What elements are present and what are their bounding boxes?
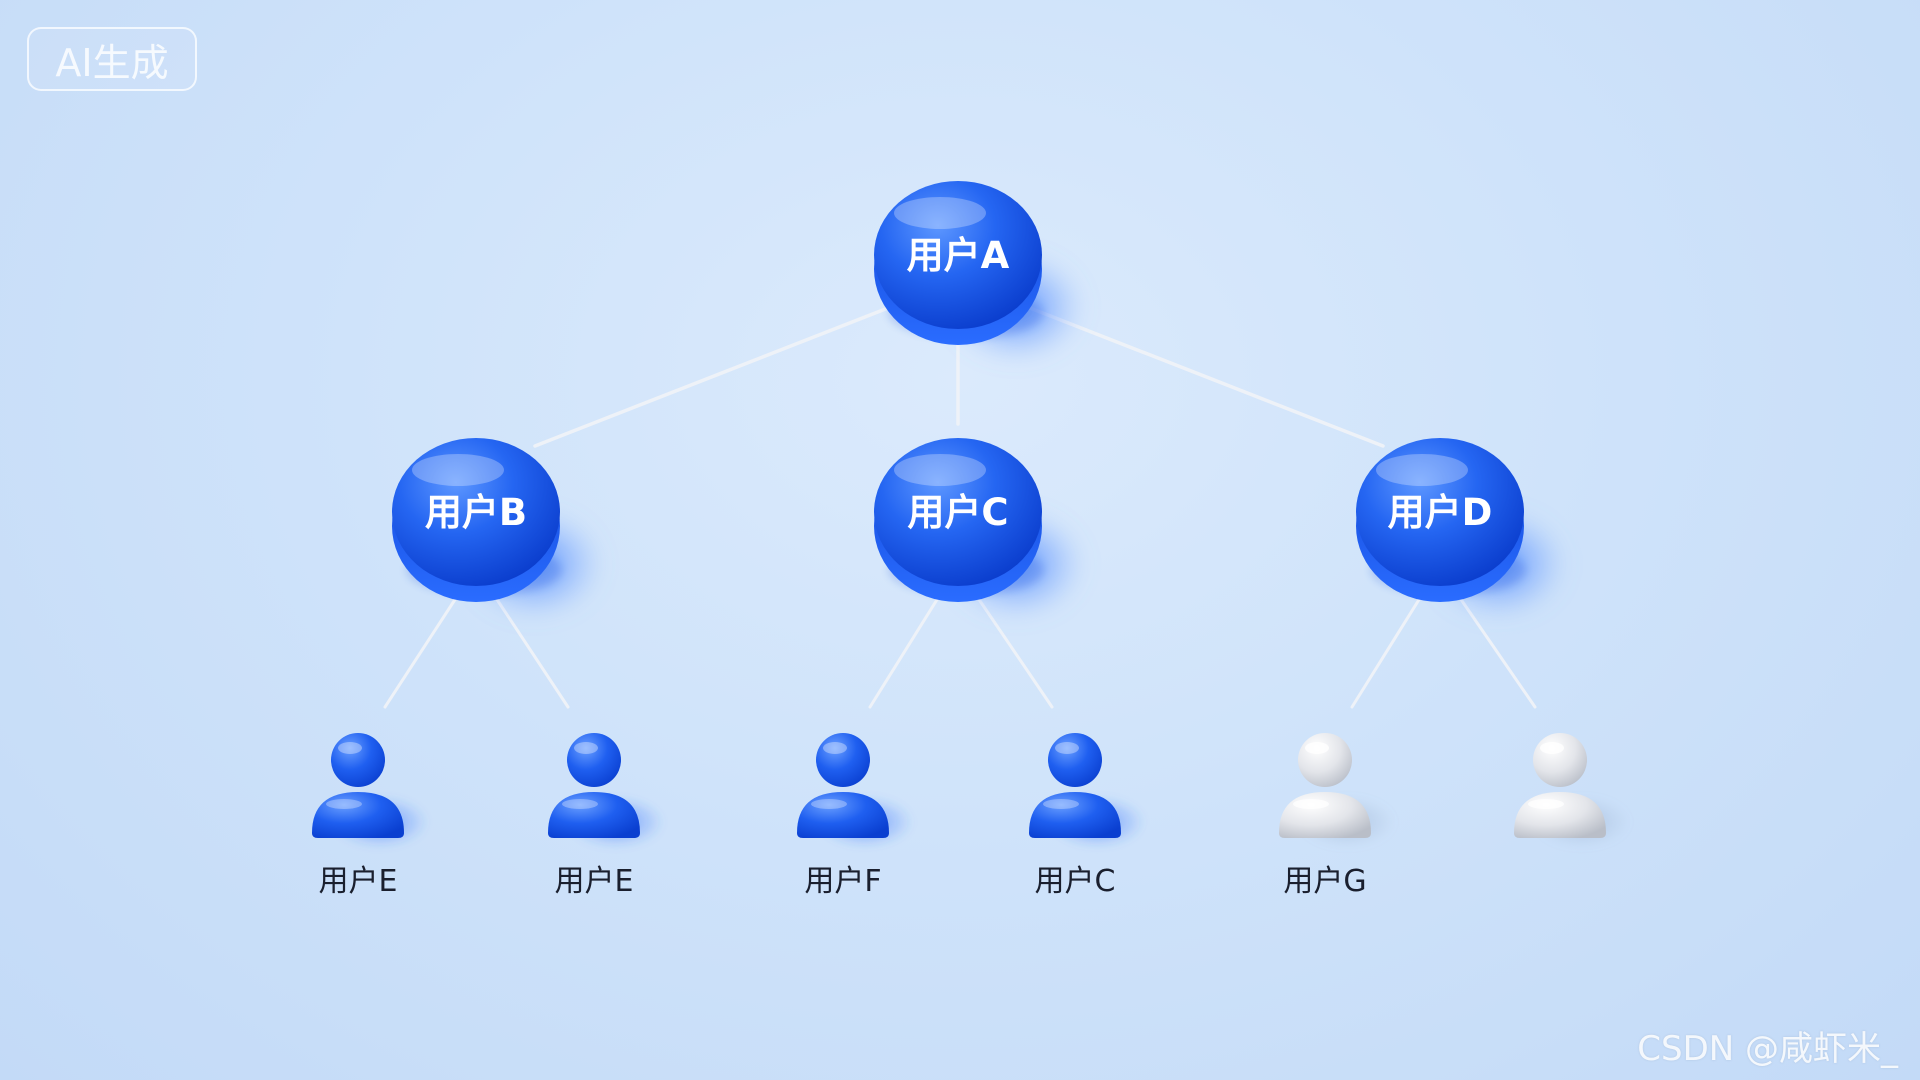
- node-highlight: [412, 454, 504, 486]
- user-icon-body-highlight: [1528, 799, 1564, 809]
- node-user-c: 用户C: [874, 438, 1086, 620]
- node-face: [874, 181, 1042, 329]
- leaf-user-l4: 用户C: [1029, 733, 1145, 899]
- node-face: [874, 438, 1042, 586]
- connector-lines: [383, 306, 1537, 709]
- connector-A-D: [1028, 306, 1385, 448]
- user-icon-head: [331, 733, 385, 787]
- connector-D-L6: [1458, 596, 1537, 709]
- connector-C-L4: [976, 596, 1054, 709]
- ai-generated-badge: AI生成: [27, 27, 197, 91]
- node-label-a: 用户A: [907, 234, 1010, 277]
- watermark: CSDN @咸虾米_: [1637, 1029, 1898, 1069]
- node-highlight: [894, 454, 986, 486]
- user-icon: [548, 733, 640, 838]
- connector-C-L3: [868, 596, 940, 709]
- user-icon-body: [312, 792, 404, 838]
- user-icon-body: [548, 792, 640, 838]
- user-icon-head: [1048, 733, 1102, 787]
- user-icon-head: [1298, 733, 1352, 787]
- user-icon-head-highlight: [1055, 742, 1079, 754]
- user-icon-body: [1029, 792, 1121, 838]
- user-icon-head: [1533, 733, 1587, 787]
- user-icon-body-highlight: [811, 799, 847, 809]
- user-icon: [797, 733, 889, 838]
- connector-A-B: [533, 306, 890, 448]
- node-highlight: [1376, 454, 1468, 486]
- node-layer: 用户A 用户B 用户C 用户D: [392, 181, 1568, 620]
- node-user-d: 用户D: [1356, 438, 1568, 620]
- user-icon-head-highlight: [1540, 742, 1564, 754]
- connector-B-L1: [383, 596, 458, 709]
- leaf-user-l3: 用户F: [797, 733, 913, 899]
- leaf-layer: 用户E 用户E 用户F 用户C 用户G: [312, 733, 1630, 899]
- user-icon: [1279, 733, 1371, 838]
- connector-D-L5: [1350, 596, 1422, 709]
- user-icon-body-highlight: [562, 799, 598, 809]
- user-icon-head-highlight: [823, 742, 847, 754]
- leaf-user-l1: 用户E: [312, 733, 428, 899]
- user-icon-body-highlight: [1293, 799, 1329, 809]
- leaf-label-l4: 用户C: [1035, 864, 1116, 899]
- user-icon-head-highlight: [1305, 742, 1329, 754]
- leaf-label-l5: 用户G: [1283, 864, 1366, 899]
- user-icon-body-highlight: [1043, 799, 1079, 809]
- node-user-a: 用户A: [874, 181, 1086, 363]
- leaf-label-l2: 用户E: [555, 864, 634, 899]
- user-icon-head-highlight: [574, 742, 598, 754]
- node-label-d: 用户D: [1388, 491, 1493, 534]
- user-icon-body-highlight: [326, 799, 362, 809]
- node-user-b: 用户B: [392, 438, 604, 620]
- user-icon-head: [816, 733, 870, 787]
- connector-B-L2: [494, 596, 570, 709]
- leaf-user-l5: 用户G: [1279, 733, 1395, 899]
- ai-generated-badge-label: AI生成: [55, 40, 169, 85]
- user-icon: [1029, 733, 1121, 838]
- leaf-user-l6: [1514, 733, 1630, 848]
- user-icon-head-highlight: [338, 742, 362, 754]
- user-icon-body: [797, 792, 889, 838]
- user-icon: [1514, 733, 1606, 838]
- leaf-user-l2: 用户E: [548, 733, 664, 899]
- user-icon: [312, 733, 404, 838]
- node-face: [1356, 438, 1524, 586]
- user-icon-head: [567, 733, 621, 787]
- node-label-b: 用户B: [425, 491, 527, 534]
- leaf-label-l3: 用户F: [804, 864, 881, 899]
- leaf-label-l1: 用户E: [319, 864, 398, 899]
- node-label-c: 用户C: [907, 491, 1008, 534]
- node-highlight: [894, 197, 986, 229]
- node-face: [392, 438, 560, 586]
